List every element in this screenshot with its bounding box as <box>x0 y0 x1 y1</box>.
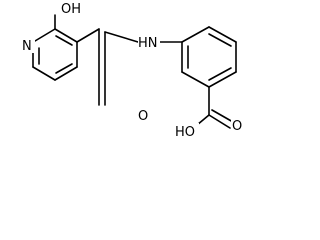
acid-o-label: O <box>232 119 242 134</box>
atom-label-hydroxyl: OH <box>60 0 84 17</box>
benzene-ring <box>181 26 237 88</box>
atom-label-acid-o: O <box>231 117 245 134</box>
bond-carbonyl-nh <box>104 31 139 43</box>
bond-n1-c2 <box>34 28 56 42</box>
bond-b5-b6 <box>181 71 210 88</box>
bond-c4-c5-inner <box>55 63 73 74</box>
amide-o-label: O <box>138 109 148 124</box>
amide-nh-label: HN <box>138 36 158 51</box>
bond-b4-b5-inner <box>208 67 232 81</box>
atom-label-pyridine-n: N <box>21 37 35 54</box>
acid-oh-label: HO <box>175 125 195 140</box>
bond-c2-c3 <box>54 28 78 43</box>
amide-group <box>76 28 106 106</box>
bond-c4-c5 <box>54 66 78 81</box>
bond-b4-b5 <box>208 71 237 88</box>
bond-c3-carbonyl <box>76 28 100 43</box>
hydroxyl-label: OH <box>61 2 81 17</box>
bond-b2-b3-inner <box>208 33 232 47</box>
bond-c2-c3-inner <box>55 35 73 46</box>
carboxylic-acid-group <box>196 86 234 129</box>
bond-c5-c6 <box>32 66 56 81</box>
atom-label-acid-oh: HO <box>175 123 199 140</box>
pyridine-ring <box>32 28 78 81</box>
pyridine-n-label: N <box>22 39 32 54</box>
bond-b1-b2 <box>181 26 210 43</box>
bond-cooh-o-double-2 <box>211 109 234 123</box>
atom-label-amide-nh: HN <box>138 34 160 51</box>
bond-cooh-o-double-1 <box>208 114 231 129</box>
bond-b2-b3 <box>208 26 237 43</box>
atom-label-amide-o: O <box>137 107 151 124</box>
chemical-structure-diagram: N OH HN O O HO <box>21 0 245 140</box>
